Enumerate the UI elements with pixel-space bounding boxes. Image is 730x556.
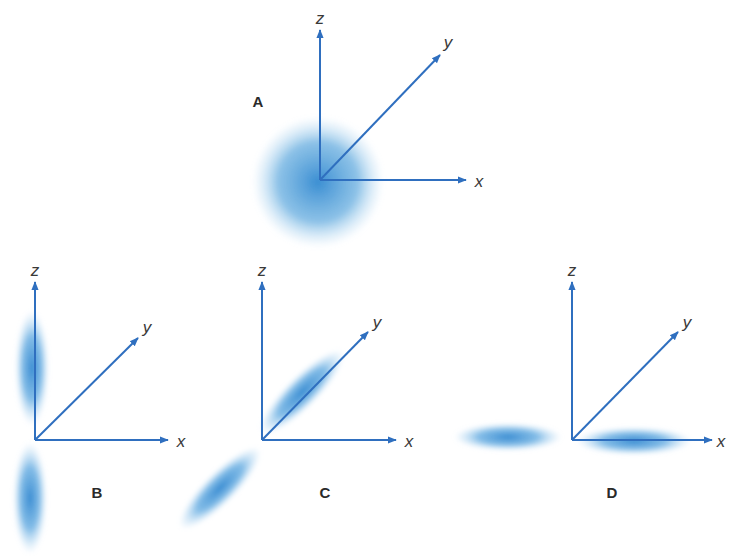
x-axis <box>262 439 396 441</box>
axis-label: z <box>316 10 325 27</box>
z-axis <box>261 282 263 440</box>
axis-label: z <box>258 262 267 279</box>
s-orbital <box>252 116 384 248</box>
axis-label: z <box>31 262 40 279</box>
panel-letter: C <box>320 485 331 500</box>
x-axis <box>35 439 168 441</box>
axis-label: y <box>373 314 382 331</box>
y-axis <box>572 332 678 440</box>
axis-label: x <box>177 433 186 450</box>
axis-label: y <box>143 319 152 336</box>
z-axis <box>571 282 573 440</box>
x-axis <box>320 179 466 181</box>
panel-letter: B <box>92 485 103 500</box>
axis-label: z <box>568 262 577 279</box>
y-axis <box>262 332 368 440</box>
axis-label: x <box>717 433 726 450</box>
axis-label: x <box>475 173 484 190</box>
axis-label: y <box>444 34 453 51</box>
z-axis <box>319 30 321 180</box>
py-lobe <box>169 437 271 539</box>
px-lobe <box>454 423 562 451</box>
y-axis <box>320 55 440 180</box>
pz-lobe <box>13 442 47 554</box>
z-axis <box>34 282 36 440</box>
axis-label: y <box>683 314 692 331</box>
x-axis <box>572 439 712 441</box>
py-lobe <box>250 340 355 445</box>
pz-lobe <box>15 310 49 426</box>
y-axis <box>35 338 138 440</box>
panel-letter: A <box>253 94 264 109</box>
axis-label: x <box>405 433 414 450</box>
panel-letter: D <box>607 485 618 500</box>
